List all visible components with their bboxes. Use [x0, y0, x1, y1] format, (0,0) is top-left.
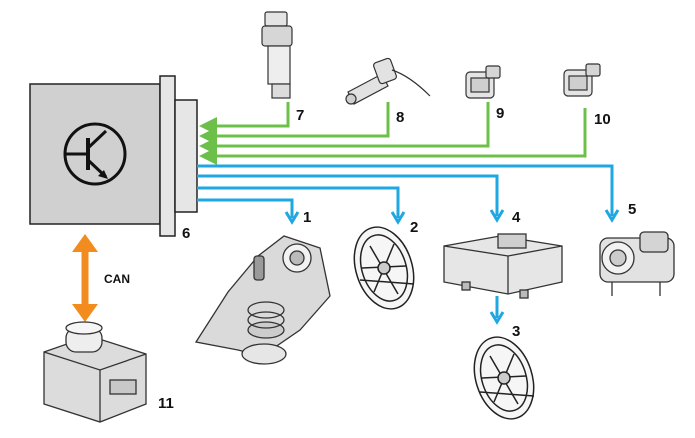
cooling-fan-icon [353, 226, 415, 310]
component-labels: 1 2 3 4 5 6 7 8 9 10 11 [158, 105, 636, 412]
label-7: 7 [296, 107, 304, 124]
temperature-sensor-icon [465, 65, 501, 99]
input-lines [199, 102, 587, 165]
can-bus-arrow [72, 234, 98, 322]
speed-sensor-icon [345, 57, 431, 105]
label-8: 8 [396, 109, 404, 126]
label-3: 3 [512, 323, 520, 340]
label-10: 10 [594, 111, 611, 128]
throttle-housing-icon [194, 235, 331, 365]
fan-control-module-icon [443, 233, 563, 299]
label-2: 2 [410, 219, 418, 236]
label-6: 6 [182, 225, 190, 242]
airflow-sensor-icon [261, 11, 293, 99]
can-label: CAN [104, 272, 130, 286]
label-11: 11 [158, 395, 174, 412]
abs-module-icon [43, 321, 147, 423]
cooling-fan-icon [473, 336, 535, 420]
label-9: 9 [496, 105, 504, 122]
label-5: 5 [628, 201, 636, 218]
output-lines [197, 164, 620, 325]
ecu-unit [29, 75, 198, 237]
temperature-sensor-icon [563, 63, 601, 97]
label-4: 4 [512, 209, 521, 226]
label-1: 1 [303, 209, 311, 226]
actuator-motor-icon [599, 231, 675, 296]
transistor-icon [63, 122, 127, 186]
